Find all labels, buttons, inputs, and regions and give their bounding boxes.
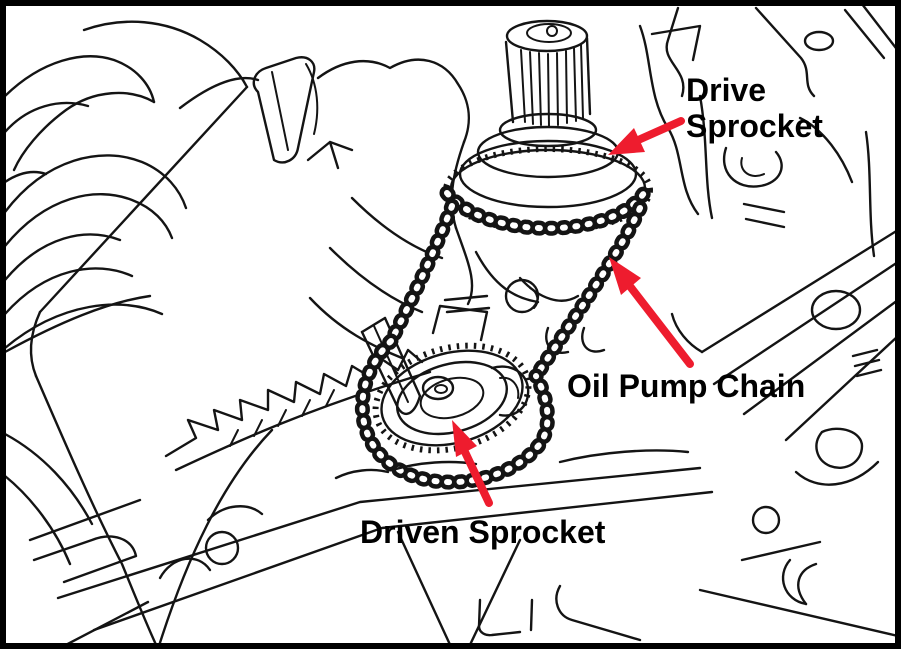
oil-pump-chain-label: Oil Pump Chain	[567, 368, 806, 404]
engine-ledge-lines	[28, 449, 714, 649]
hand-illustration	[3, 56, 606, 649]
drive-sprocket-drawing	[443, 19, 653, 234]
oil-pump-chain-drawing	[354, 185, 652, 490]
driven-sprocket-label: Driven Sprocket	[360, 514, 606, 550]
driven-sprocket-drawing	[360, 278, 540, 454]
flywheel-arcs	[3, 20, 249, 350]
callout-arrows	[452, 117, 694, 507]
drive-sprocket-label: Drive Sprocket	[686, 72, 823, 144]
driven-sprocket-arrow	[452, 420, 493, 507]
oil-pump-chain-arrow	[609, 257, 694, 368]
engine-background-lines	[477, 2, 901, 642]
drive-sprocket-arrow	[608, 117, 685, 155]
